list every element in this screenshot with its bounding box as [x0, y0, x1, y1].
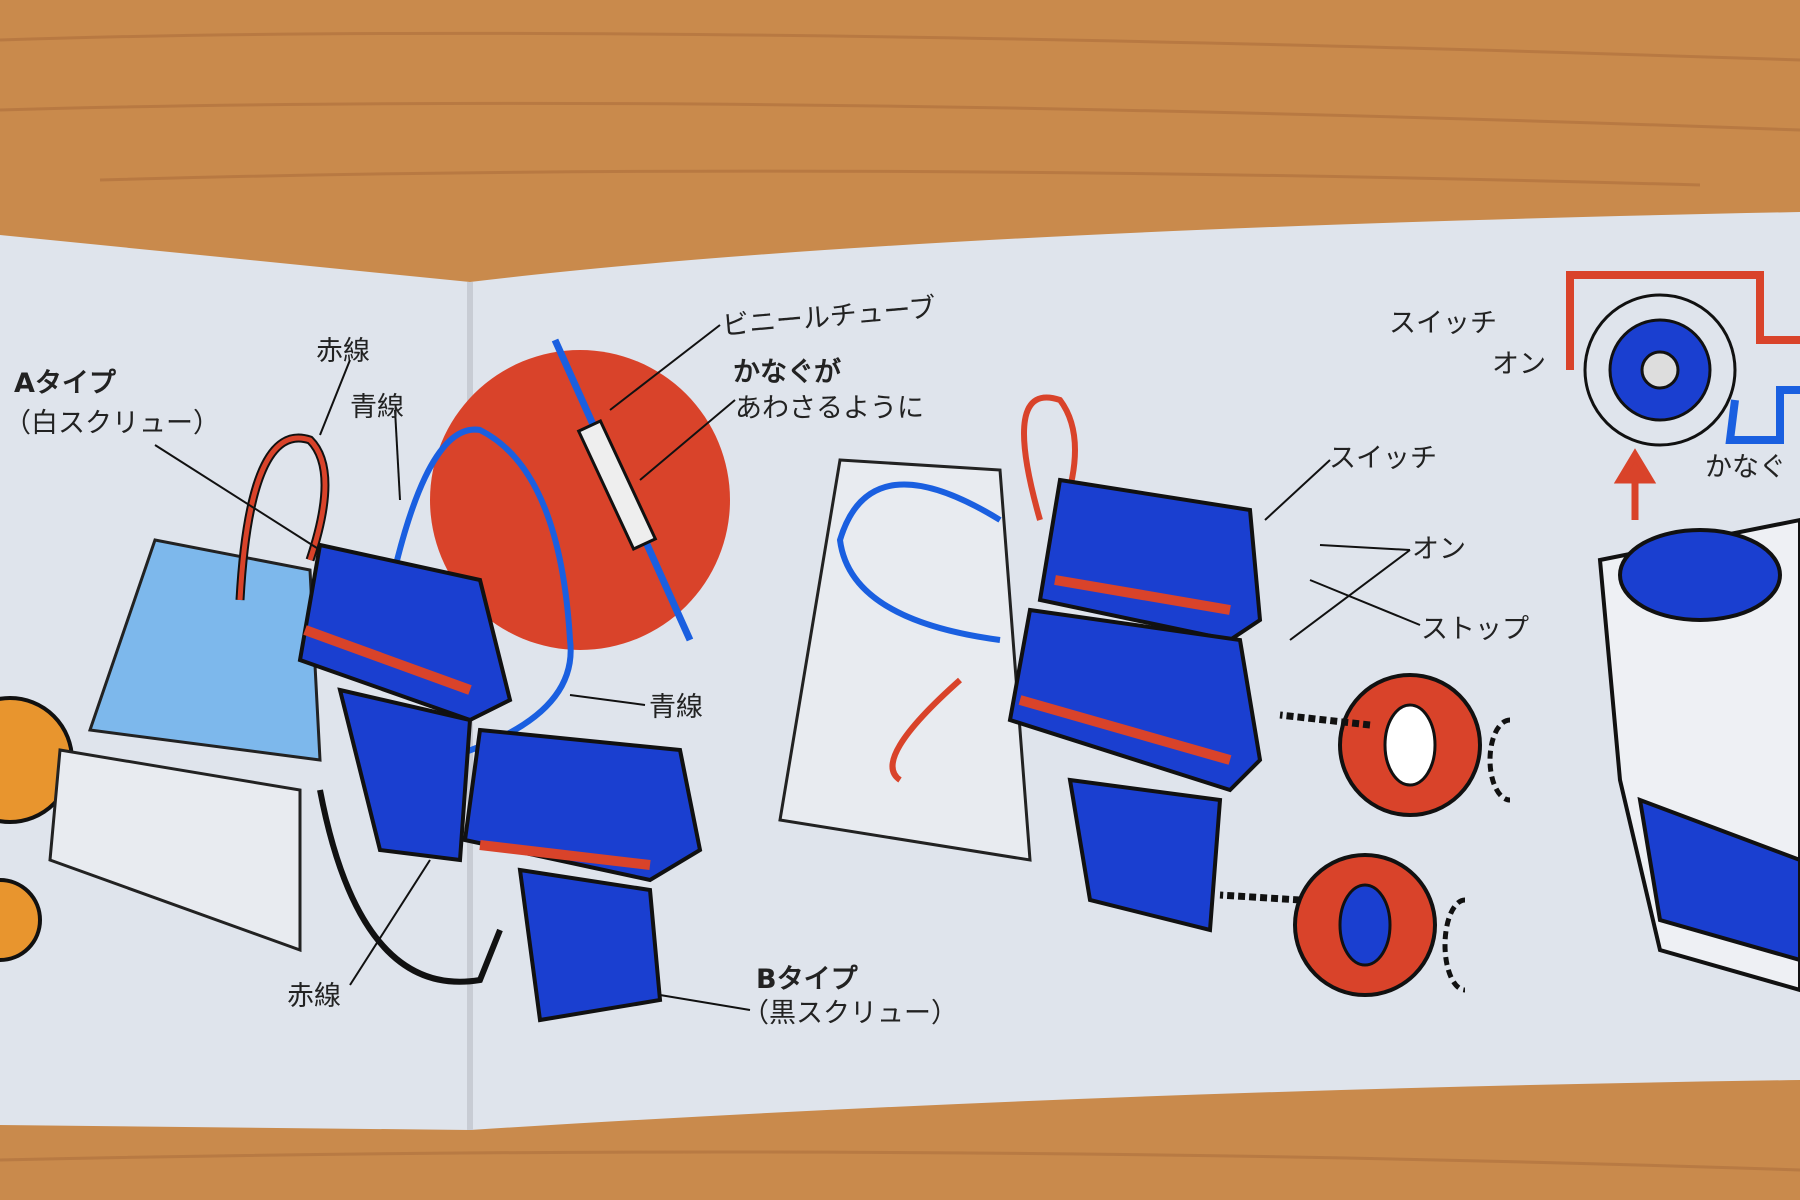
motor-closeup — [1597, 517, 1800, 993]
type-a-subtitle: （白スクリュー） — [4, 408, 220, 439]
red-wire-label-bottom: 赤線 — [287, 981, 341, 1012]
red-wire-label: 赤線 — [316, 336, 370, 367]
stop-label: ストップ — [1421, 614, 1529, 645]
leader-lines — [154, 324, 1421, 1011]
blue-wire — [377, 426, 574, 763]
motor-type-b — [462, 727, 703, 1023]
red-wire-right — [889, 394, 1078, 783]
switch-label: スイッチ — [1329, 443, 1437, 474]
vinyl-tube-icon — [576, 419, 658, 551]
blue-wire-diagram — [1725, 386, 1800, 444]
dashed-arrow-icon — [1219, 711, 1371, 904]
blue-wire-label-mid: 青線 — [649, 692, 703, 723]
blue-wire-right — [836, 481, 1002, 643]
rotate-arrow-icon — [1442, 897, 1466, 993]
boat-hull — [48, 748, 302, 953]
type-b-subtitle: （黒スクリュー） — [742, 998, 958, 1029]
wood-grain — [0, 31, 1800, 1172]
motor-type-a — [297, 542, 513, 863]
motor-switch-stop — [1007, 607, 1263, 933]
red-wire-diagram — [1566, 271, 1800, 370]
orange-circle-icon — [0, 878, 42, 962]
switch-label-top: スイッチ — [1389, 308, 1497, 339]
fitting-label-cut: かなぐ — [1705, 452, 1786, 483]
blue-wire-label: 青線 — [350, 392, 404, 423]
on-label: オン — [1412, 534, 1466, 565]
fitting-label-line2: あわさるように — [735, 393, 924, 424]
motor-switch-on — [1037, 477, 1263, 643]
red-detail-circle — [430, 350, 730, 650]
fitting-label-line1: かなぐが — [733, 356, 841, 388]
switch-diagram-plate — [1583, 293, 1737, 447]
type-a-title: Aタイプ — [14, 368, 117, 399]
on-label-top: オン — [1492, 349, 1546, 380]
black-wire — [317, 789, 503, 985]
red-up-arrow-icon — [1613, 448, 1657, 520]
battery-box-icon — [87, 538, 322, 762]
type-b-title: Bタイプ — [756, 964, 859, 995]
